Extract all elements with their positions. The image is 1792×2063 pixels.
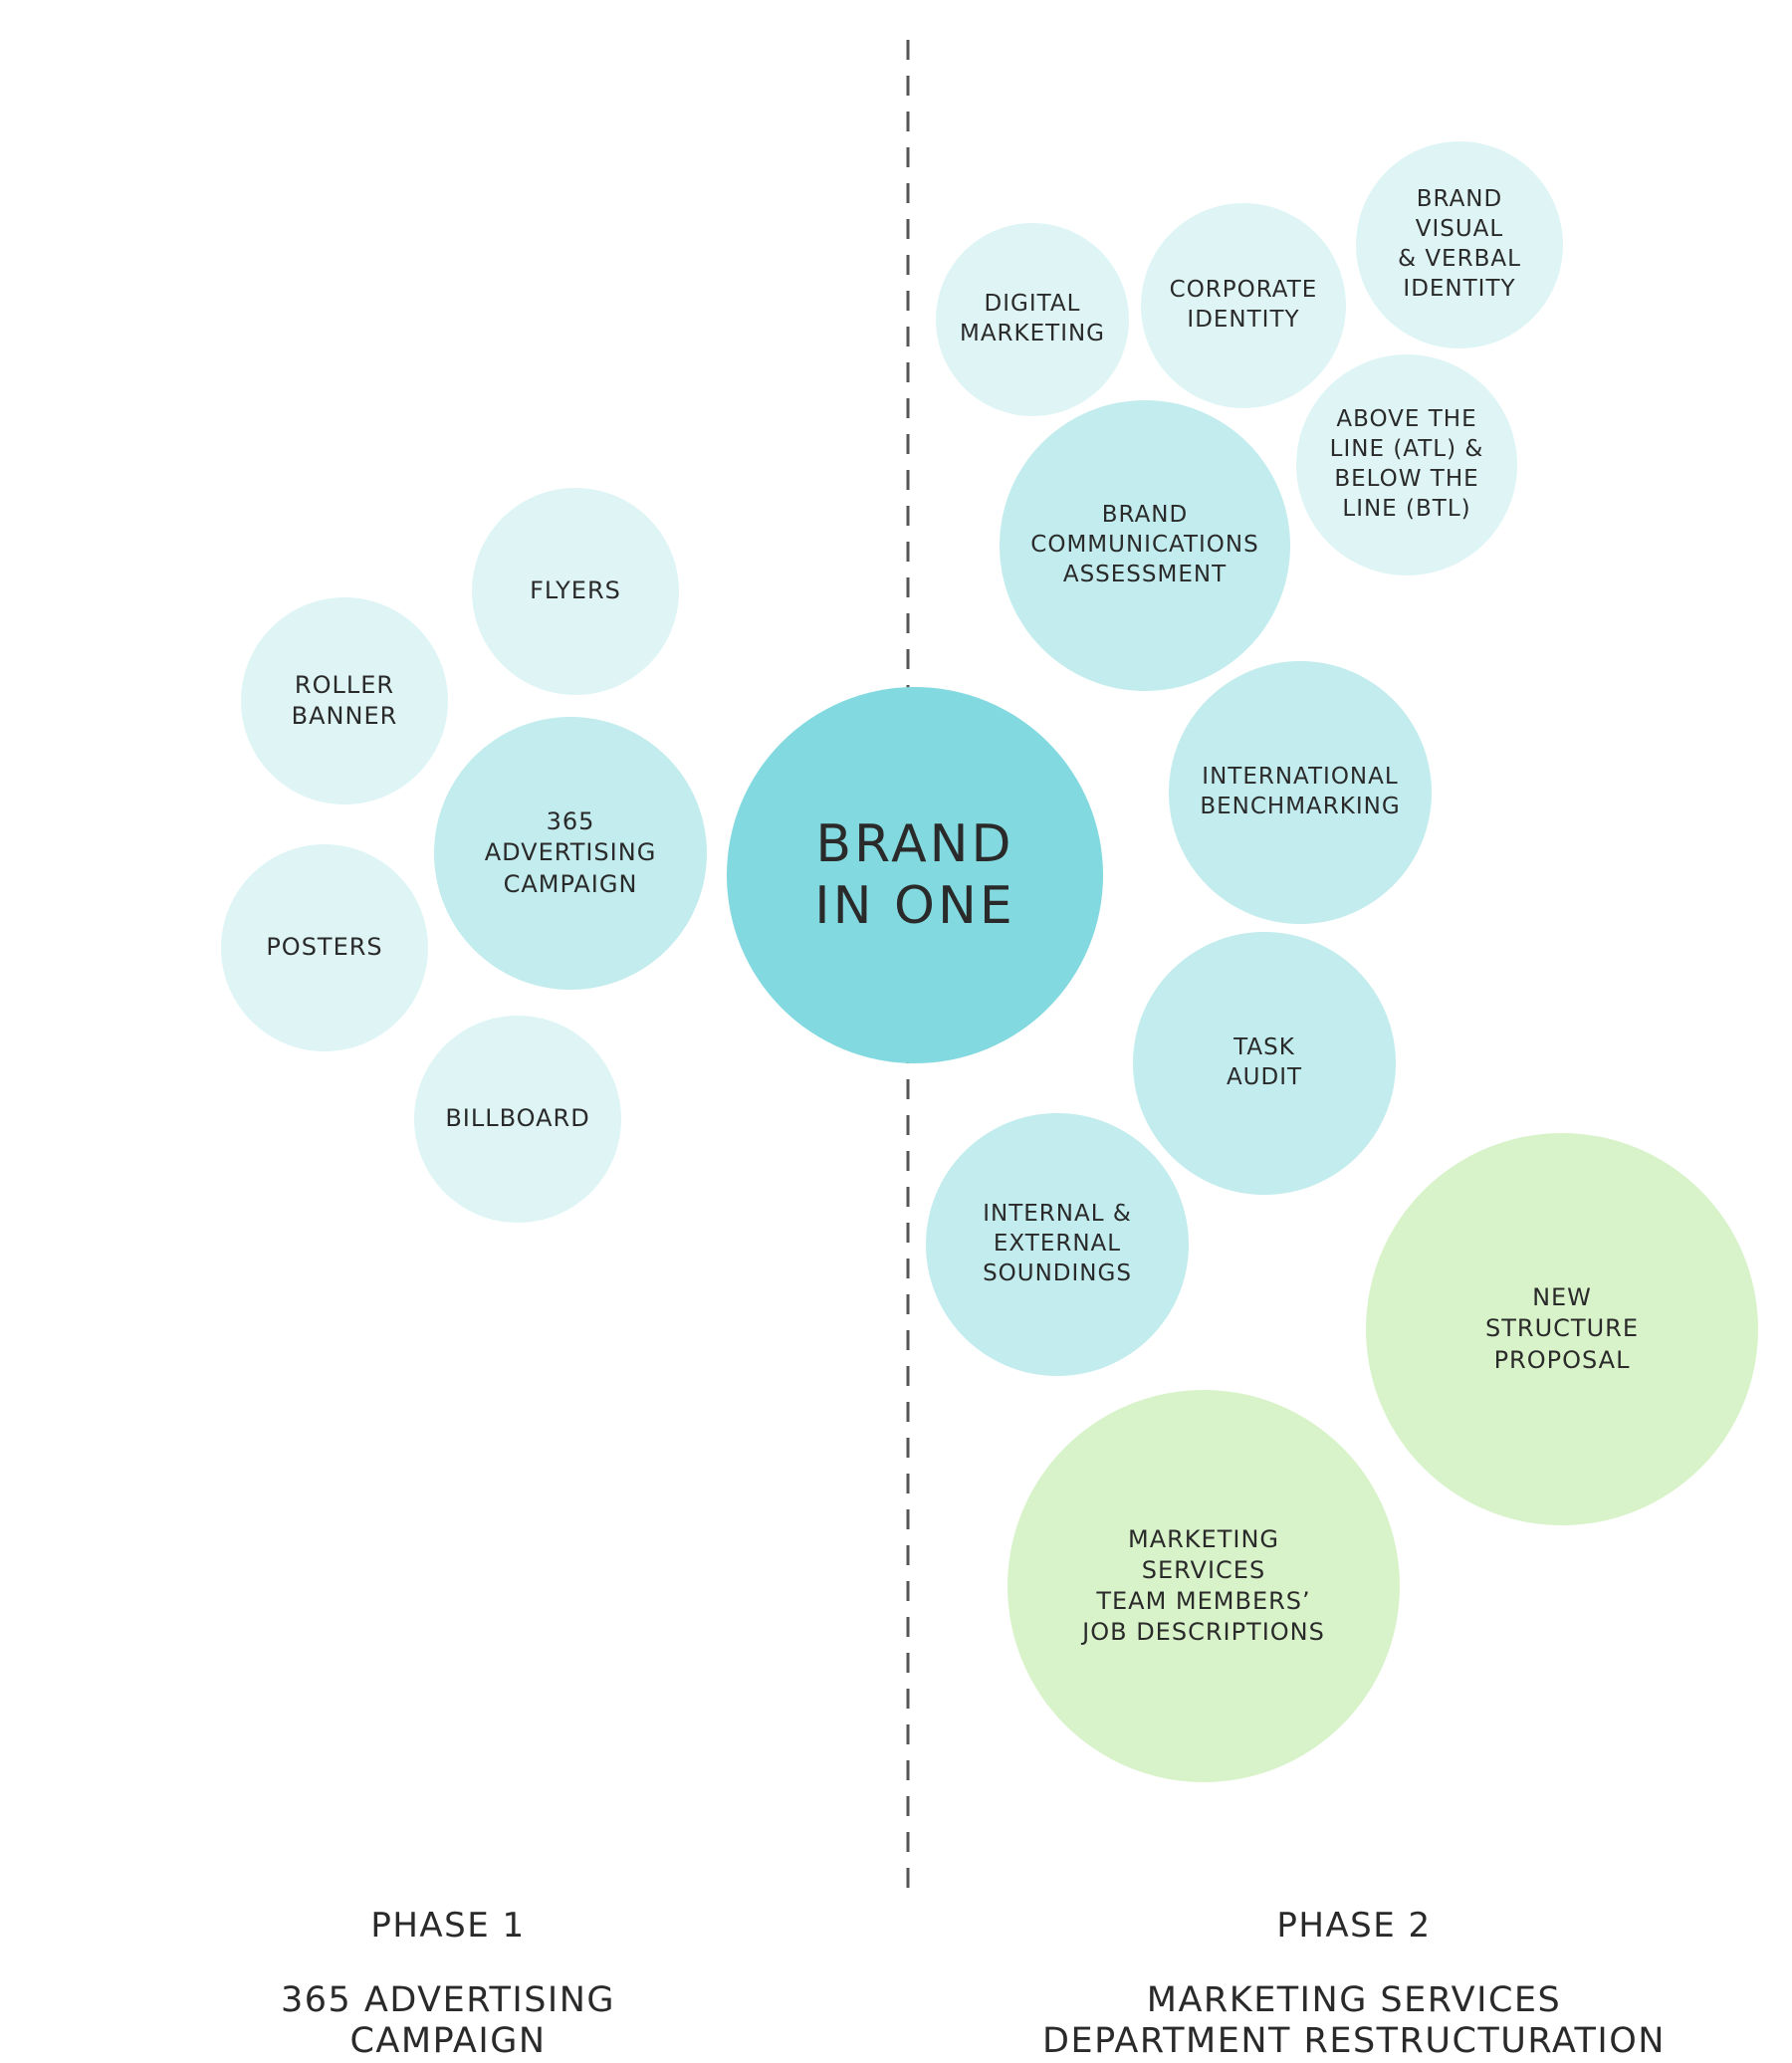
phase-2-subtitle: MARKETING SERVICES DEPARTMENT RESTRUCTUR… [1042, 1980, 1666, 2062]
bubble-internal-external-soundings: INTERNAL & EXTERNAL SOUNDINGS [926, 1113, 1189, 1376]
bubble-label: DIGITAL MARKETING [959, 291, 1106, 346]
bubble-new-structure-proposal: NEW STRUCTURE PROPOSAL [1366, 1133, 1758, 1525]
bubble-roller-banner: ROLLER BANNER [241, 597, 448, 804]
bubble-label: BILLBOARD [445, 1104, 590, 1133]
bubble-digital-marketing: DIGITAL MARKETING [936, 223, 1129, 416]
bubble-label: INTERNAL & EXTERNAL SOUNDINGS [983, 1201, 1132, 1286]
bubble-365-advertising-campaign: 365 ADVERTISING CAMPAIGN [434, 717, 707, 990]
bubble-label: 365 ADVERTISING CAMPAIGN [484, 807, 657, 898]
bubble-above-below-the-line: ABOVE THE LINE (ATL) & BELOW THE LINE (B… [1296, 354, 1517, 575]
phase-1-subtitle: 365 ADVERTISING CAMPAIGN [280, 1980, 616, 2062]
bubble-billboard: BILLBOARD [414, 1016, 621, 1223]
phase-1-caption: PHASE 1 365 ADVERTISING CAMPAIGN [199, 1909, 697, 2063]
bubble-label: ABOVE THE LINE (ATL) & BELOW THE LINE (B… [1329, 406, 1484, 522]
bubble-label: BRAND COMMUNICATIONS ASSESSMENT [1030, 502, 1259, 587]
phase-1-title: PHASE 1 [370, 1906, 526, 1946]
bubble-label: TASK AUDIT [1226, 1034, 1303, 1090]
bubble-label: ROLLER BANNER [291, 670, 398, 730]
bubble-label: FLYERS [530, 576, 621, 605]
phase-2-title: PHASE 2 [1276, 1906, 1432, 1946]
bubble-task-audit: TASK AUDIT [1133, 932, 1396, 1195]
bubble-label: POSTERS [266, 933, 383, 962]
bubble-brand-visual-verbal-identity: BRAND VISUAL & VERBAL IDENTITY [1356, 141, 1563, 348]
bubble-brand-in-one: BRAND IN ONE [727, 687, 1103, 1063]
center-label: BRAND IN ONE [814, 813, 1015, 936]
bubble-corporate-identity: CORPORATE IDENTITY [1141, 203, 1346, 408]
bubble-label: CORPORATE IDENTITY [1169, 277, 1318, 333]
bubble-brand-communications-assessment: BRAND COMMUNICATIONS ASSESSMENT [1000, 400, 1290, 691]
bubble-job-descriptions: MARKETING SERVICES TEAM MEMBERS’ JOB DES… [1008, 1390, 1400, 1782]
phase-2-caption: PHASE 2 MARKETING SERVICES DEPARTMENT RE… [996, 1909, 1712, 2063]
bubble-flyers: FLYERS [472, 488, 679, 695]
bubble-posters: POSTERS [221, 844, 428, 1051]
bubble-international-benchmarking: INTERNATIONAL BENCHMARKING [1169, 661, 1432, 924]
bubble-label: NEW STRUCTURE PROPOSAL [1485, 1283, 1639, 1374]
bubble-label: BRAND VISUAL & VERBAL IDENTITY [1398, 186, 1521, 302]
bubble-label: MARKETING SERVICES TEAM MEMBERS’ JOB DES… [1082, 1524, 1325, 1647]
bubble-label: INTERNATIONAL BENCHMARKING [1200, 764, 1401, 819]
